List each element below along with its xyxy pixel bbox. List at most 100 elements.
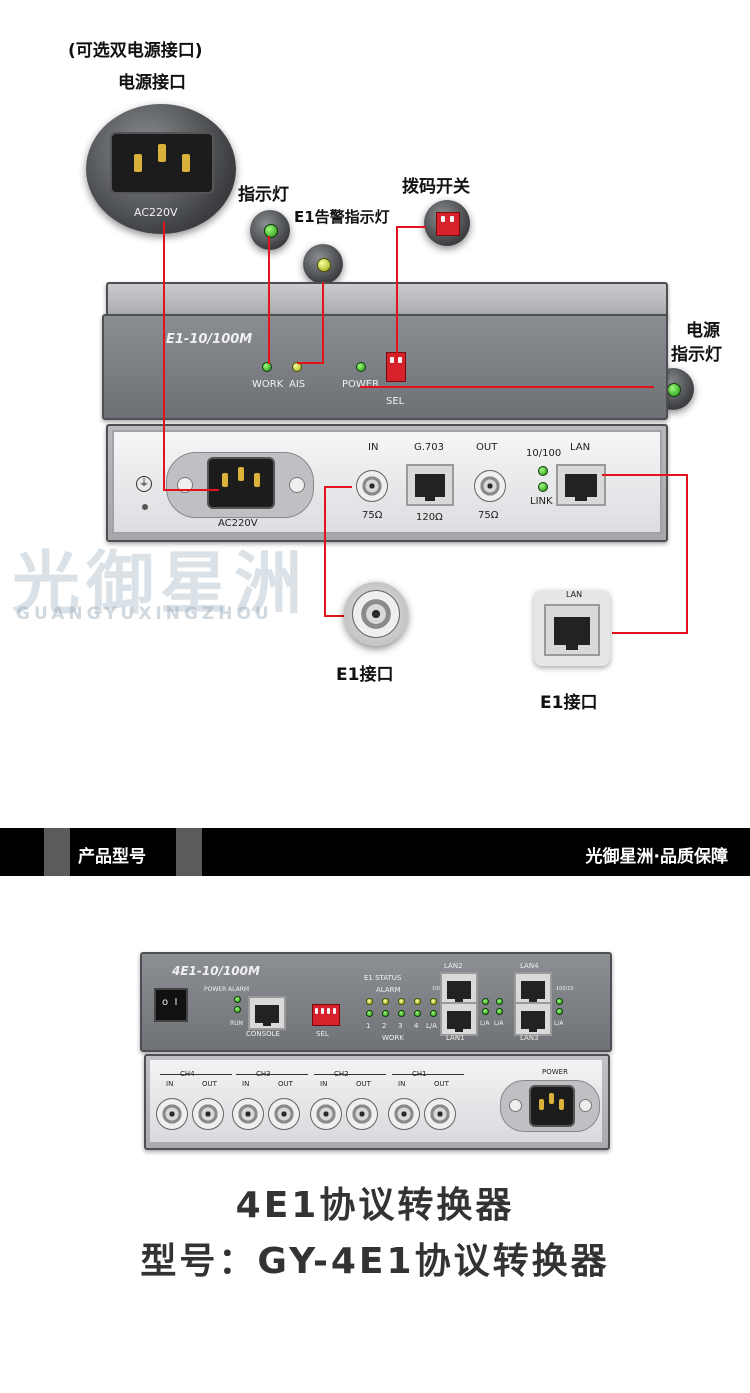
ac-label-zoom: AC220V	[134, 206, 178, 219]
la-label-a: L/A	[480, 1020, 490, 1027]
bnc-out-connector[interactable]	[474, 470, 506, 502]
ch4-out-label: OUT	[202, 1080, 217, 1088]
led-icon	[398, 1010, 405, 1017]
in-ohm-label: 75Ω	[362, 510, 383, 521]
g703-port[interactable]	[406, 464, 454, 506]
e1-alarm-label-product: ALARM	[376, 986, 401, 994]
red-line-work	[268, 236, 270, 364]
ch3-out-bnc[interactable]	[268, 1098, 300, 1130]
ch4-in-bnc[interactable]	[156, 1098, 188, 1130]
indicator-label: 指示灯	[238, 185, 289, 205]
ch2-in-label: IN	[320, 1080, 328, 1088]
ch4-out-bnc[interactable]	[192, 1098, 224, 1130]
red-line-bnc-v	[324, 486, 326, 616]
product-power-socket-icon	[529, 1085, 575, 1127]
front-model-label: E1-10/100M	[166, 332, 253, 347]
power-optional-label: (可选双电源接口)	[68, 41, 203, 61]
led-icon	[482, 998, 489, 1005]
led-icon	[430, 998, 437, 1005]
work-label: WORK	[252, 379, 284, 390]
rj45-port-icon	[544, 604, 600, 656]
lan1-port[interactable]	[440, 1002, 478, 1036]
lan3-port[interactable]	[514, 1002, 552, 1036]
e1-num-la: L/A	[426, 1022, 438, 1030]
red-line-bnc-h2	[324, 615, 348, 617]
led-icon	[414, 998, 421, 1005]
caption-line2: 型号：GY-4E1协议转换器	[140, 1241, 610, 1282]
product-power-plate	[500, 1080, 600, 1132]
lan-label: LAN	[570, 442, 591, 453]
in-label: IN	[368, 442, 379, 453]
led-icon	[496, 998, 503, 1005]
banner-accent-left	[44, 828, 70, 876]
ch1-out-bnc[interactable]	[424, 1098, 456, 1130]
work-led-zoom	[250, 210, 290, 250]
red-line-lan-v	[686, 474, 688, 634]
front-dip-switch-icon	[386, 352, 406, 382]
red-line-ais-h	[297, 362, 324, 364]
ais-led-zoom	[303, 244, 343, 284]
product-model-label: 4E1-10/100M	[172, 964, 260, 978]
screw-hole-icon	[142, 504, 148, 510]
e1-status-label: E1 STATUS	[364, 974, 402, 982]
ch3-in-bnc[interactable]	[232, 1098, 264, 1130]
power-indicator-label-1: 电源	[686, 321, 720, 341]
out-label: OUT	[476, 442, 498, 453]
led-icon	[430, 1010, 437, 1017]
lan2-port[interactable]	[440, 972, 478, 1006]
section-banner: 产品型号 光御星洲·品质保障	[0, 828, 750, 876]
screw-icon	[289, 477, 305, 493]
g703-label: G.703	[414, 442, 445, 453]
lan-port[interactable]	[556, 464, 606, 506]
led-icon	[366, 1010, 373, 1017]
speed-label-b: 100/10	[556, 986, 574, 992]
led-icon	[264, 224, 278, 238]
product-rear-chassis: CH4 CH3 CH2 CH1 IN OUT IN OUT IN OUT IN …	[144, 1054, 610, 1150]
power-switch[interactable]: o I	[154, 988, 188, 1022]
g703-ohm-label: 120Ω	[416, 512, 443, 523]
product-front-panel: 4E1-10/100M o I POWER ALARM RUN CONSOLE …	[140, 952, 612, 1052]
screw-icon	[579, 1099, 592, 1112]
lan1-label: LAN1	[446, 1034, 465, 1042]
red-line-ais-v	[322, 282, 324, 364]
dip-switch-zoom	[424, 200, 470, 246]
ch3-out-label: OUT	[278, 1080, 293, 1088]
rear-power-label: POWER	[542, 1068, 568, 1076]
red-line-power-h	[163, 489, 219, 491]
lan4-label: LAN4	[520, 962, 539, 970]
led-icon	[556, 1008, 563, 1015]
ch2-in-bnc[interactable]	[310, 1098, 342, 1130]
e1-interface-left-label: E1接口	[336, 665, 394, 685]
lan4-port[interactable]	[514, 972, 552, 1006]
led-icon	[496, 1008, 503, 1015]
led-icon	[382, 998, 389, 1005]
front-alarm-label: ALARM	[228, 986, 250, 993]
ch1-in-bnc[interactable]	[388, 1098, 420, 1130]
led-icon	[234, 996, 241, 1003]
red-line-lan-h2	[612, 632, 688, 634]
watermark-en: GUANGYUXINGZHOU	[16, 604, 273, 624]
red-line-power-led	[360, 386, 654, 388]
banner-left-title: 产品型号	[78, 847, 146, 867]
red-line-dip-v	[396, 226, 398, 358]
lan-zoom-label: LAN	[566, 590, 583, 599]
led-icon	[667, 383, 681, 397]
red-line-bnc-h	[324, 486, 352, 488]
front-power-label: POWER	[204, 986, 227, 993]
red-line-power-v	[163, 222, 165, 490]
ground-icon: ⏚	[136, 476, 152, 492]
sel-label: SEL	[386, 396, 405, 407]
front-panel: E1-10/100M WORK AIS POWER SEL	[102, 314, 668, 420]
lan-link-led-icon	[538, 482, 548, 492]
power-socket-icon	[110, 132, 214, 194]
banner-right-title: 光御星洲·品质保障	[585, 847, 728, 867]
console-port[interactable]	[248, 996, 286, 1030]
ch1-in-label: IN	[398, 1080, 406, 1088]
led-icon	[556, 998, 563, 1005]
bnc-in-connector[interactable]	[356, 470, 388, 502]
ch1-out-label: OUT	[434, 1080, 449, 1088]
ch2-out-bnc[interactable]	[346, 1098, 378, 1130]
product-dip-switch-icon	[312, 1004, 340, 1026]
console-label: CONSOLE	[246, 1030, 280, 1038]
e1-num-2: 2	[382, 1022, 387, 1030]
